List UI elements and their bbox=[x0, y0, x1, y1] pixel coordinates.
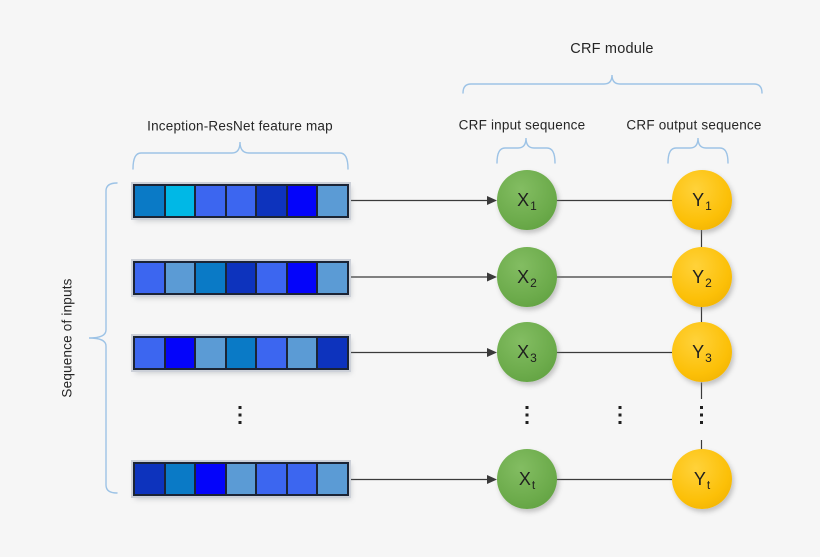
sequence-of-inputs-brace bbox=[88, 182, 118, 494]
arrow-featuremap-to-x1 bbox=[351, 196, 497, 205]
node-x3-subscript: 3 bbox=[530, 351, 537, 365]
feature-map-row-4 bbox=[133, 462, 349, 496]
crf-output-sequence-label: CRF output sequence bbox=[626, 117, 762, 133]
feature-map-cell bbox=[163, 338, 195, 368]
feature-map-cell bbox=[224, 338, 256, 368]
feature-map-cell bbox=[163, 464, 195, 494]
feature-map-cell bbox=[163, 263, 195, 293]
ellipsis-x-column bbox=[525, 406, 529, 424]
sequence-of-inputs-label: Sequence of inputs bbox=[59, 278, 75, 398]
feature-map-label: Inception-ResNet feature map bbox=[147, 118, 333, 134]
feature-map-brace bbox=[132, 141, 349, 170]
feature-map-cell bbox=[285, 263, 317, 293]
feature-map-cell bbox=[316, 263, 348, 293]
feature-map-row-1 bbox=[133, 184, 349, 218]
feature-map-cell bbox=[224, 464, 256, 494]
feature-map-cell bbox=[255, 263, 286, 293]
crf-input-brace bbox=[496, 137, 556, 164]
node-yt-label: Y bbox=[693, 468, 706, 489]
node-y3-label: Y bbox=[692, 341, 705, 362]
node-x1-subscript: 1 bbox=[530, 199, 537, 213]
node-xt-subscript: t bbox=[531, 478, 536, 492]
arrow-featuremap-to-xt bbox=[351, 475, 497, 484]
feature-map-cell bbox=[135, 338, 164, 368]
node-x1-label: X bbox=[517, 189, 530, 210]
ellipsis-featuremap bbox=[238, 406, 242, 424]
ellipsis-middle-column bbox=[618, 406, 622, 424]
feature-map-cell bbox=[135, 186, 164, 216]
feature-map-cell bbox=[194, 263, 225, 293]
node-y2-subscript: 2 bbox=[705, 276, 712, 290]
feature-map-cell bbox=[135, 464, 164, 494]
feature-map-cell bbox=[224, 186, 256, 216]
feature-map-cell bbox=[194, 464, 225, 494]
feature-map-cell bbox=[163, 186, 195, 216]
node-y1-label: Y bbox=[692, 189, 705, 210]
arrow-featuremap-to-x2 bbox=[351, 272, 497, 282]
feature-map-cell bbox=[255, 338, 286, 368]
crf-module-label: CRF module bbox=[570, 41, 654, 57]
feature-map-cell bbox=[135, 263, 164, 293]
feature-map-cell bbox=[316, 338, 348, 368]
crf-module-brace bbox=[462, 74, 763, 94]
feature-map-cell bbox=[285, 186, 317, 216]
feature-map-cell bbox=[316, 186, 348, 216]
feature-map-cell bbox=[224, 263, 256, 293]
feature-map-cell bbox=[285, 338, 317, 368]
feature-map-cell bbox=[194, 186, 225, 216]
node-x3-label: X bbox=[517, 341, 530, 362]
node-y3-subscript: 3 bbox=[705, 351, 712, 365]
node-yt-subscript: t bbox=[706, 478, 711, 492]
crf-output-brace bbox=[667, 137, 729, 164]
node-x2-subscript: 2 bbox=[530, 276, 537, 290]
arrow-featuremap-to-x3 bbox=[351, 348, 497, 357]
feature-map-row-2 bbox=[133, 261, 349, 295]
feature-map-cell bbox=[194, 338, 225, 368]
crf-input-sequence-label: CRF input sequence bbox=[458, 117, 586, 133]
ellipsis-y-column bbox=[700, 406, 703, 424]
feature-map-cell bbox=[316, 464, 348, 494]
node-y1-subscript: 1 bbox=[705, 199, 712, 213]
feature-map-row-3 bbox=[133, 336, 349, 370]
node-x2-label: X bbox=[517, 266, 530, 287]
feature-map-cell bbox=[255, 186, 286, 216]
node-y2-label: Y bbox=[692, 266, 705, 287]
feature-map-cell bbox=[255, 464, 286, 494]
feature-map-cell bbox=[285, 464, 317, 494]
node-xt-label: X bbox=[518, 468, 531, 489]
